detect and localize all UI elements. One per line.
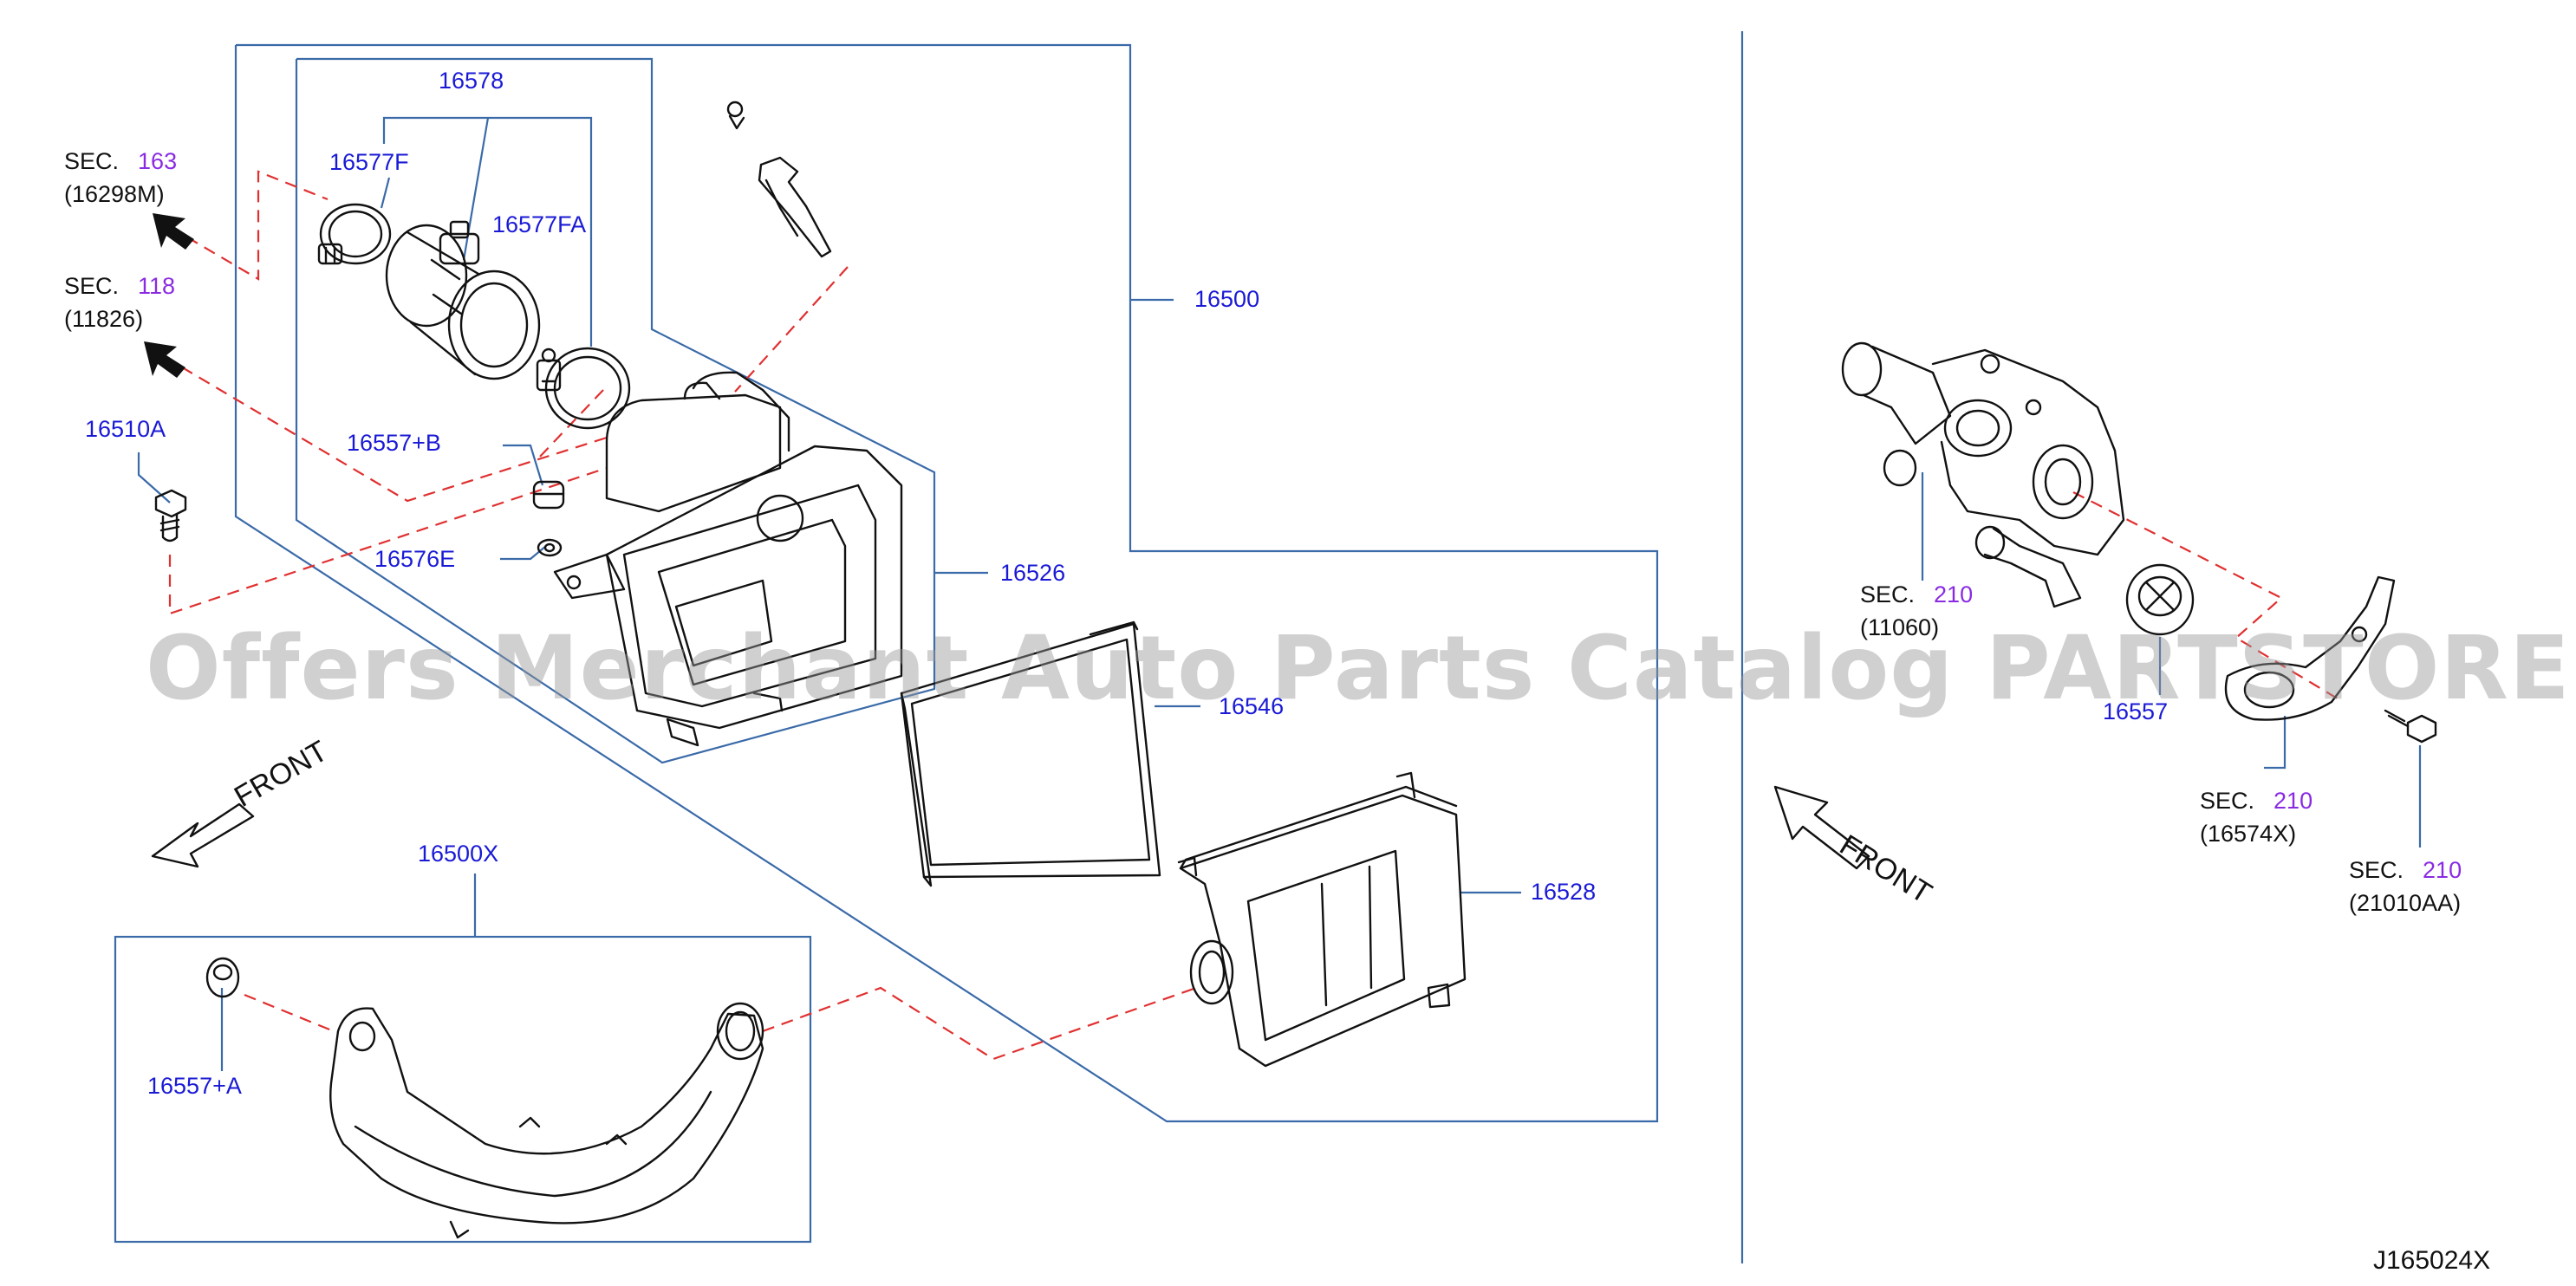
boundary-16500 xyxy=(234,43,1659,1123)
sec-number: 210 xyxy=(1934,581,1974,607)
clamp-16577f-drawing xyxy=(317,203,392,265)
sec-ref-118[interactable]: SEC. 118 (11826) xyxy=(64,270,175,336)
boundary-16500X xyxy=(114,935,812,1244)
sec-part-ref: (11826) xyxy=(64,305,144,332)
sec-part-ref: (11060) xyxy=(1860,614,1940,640)
air-cleaner-upper-drawing xyxy=(553,371,903,747)
intake-duct-16500x-drawing xyxy=(329,1002,764,1239)
sec-prefix: SEC. xyxy=(2200,788,2255,814)
grommet-16557a-drawing xyxy=(205,957,240,998)
label-16510a[interactable]: 16510A xyxy=(85,416,166,442)
label-16576e[interactable]: 16576E xyxy=(374,546,456,572)
sec-prefix: SEC. xyxy=(2349,857,2404,883)
leader-16577f xyxy=(380,177,391,209)
sec-prefix: SEC. xyxy=(64,273,120,299)
air-cleaner-lower-drawing xyxy=(1177,771,1467,1068)
label-16546[interactable]: 16546 xyxy=(1219,693,1285,719)
label-16500x[interactable]: 16500X xyxy=(418,841,499,867)
label-16578[interactable]: 16578 xyxy=(439,68,504,94)
dash-sec118 xyxy=(164,356,608,503)
label-16557b[interactable]: 16557+B xyxy=(347,430,441,456)
leader-16574X xyxy=(2264,716,2287,770)
group-boundaries xyxy=(114,31,2422,1263)
label-16526[interactable]: 16526 xyxy=(1000,560,1066,586)
dash-bolt xyxy=(168,466,608,615)
dash-right xyxy=(2072,491,2341,701)
sec-part-ref: (16574X) xyxy=(2200,820,2297,847)
label-16577f[interactable]: 16577F xyxy=(329,149,409,175)
sec-prefix: SEC. xyxy=(64,148,120,174)
leader-16578-mid xyxy=(462,117,490,261)
label-16528[interactable]: 16528 xyxy=(1531,879,1597,905)
label-16500[interactable]: 16500 xyxy=(1194,286,1260,312)
dash-sec163 xyxy=(169,170,329,281)
sec-number: 210 xyxy=(2274,788,2313,814)
collar-16576e-drawing xyxy=(537,538,563,557)
sec-prefix: SEC. xyxy=(1860,581,1916,607)
sec-part-ref: (16298M) xyxy=(64,180,165,207)
water-outlet-housing-drawing xyxy=(1841,341,2125,608)
air-filter-16546-drawing xyxy=(900,620,1161,887)
sec163-arrow-icon xyxy=(153,213,194,250)
sec-number: 118 xyxy=(138,273,176,299)
sec-part-ref: (21010AA) xyxy=(2349,889,2462,916)
label-16557a[interactable]: 16557+A xyxy=(147,1073,242,1099)
sec-ref-210-21010aa[interactable]: SEC. 210 (21010AA) xyxy=(2349,854,2462,920)
dash-duct xyxy=(762,986,1197,1061)
leader-16510A xyxy=(137,452,171,503)
dash-sensor xyxy=(734,266,849,393)
label-16557[interactable]: 16557 xyxy=(2103,698,2169,724)
grommet-16557b-drawing xyxy=(532,480,565,510)
boundary-16526 xyxy=(295,57,936,764)
sec-ref-163[interactable]: SEC. 163 (16298M) xyxy=(64,146,177,211)
sec-ref-210-16574x[interactable]: SEC. 210 (16574X) xyxy=(2200,785,2313,851)
sec-number: 210 xyxy=(2423,857,2462,883)
bracket-16574x-drawing xyxy=(2224,575,2396,721)
sec-ref-210-11060[interactable]: SEC. 210 (11060) xyxy=(1860,579,1973,645)
sec118-arrow-icon xyxy=(144,341,185,378)
clamp-16577fa-drawing xyxy=(536,347,631,430)
label-16577fa[interactable]: 16577FA xyxy=(492,211,587,237)
front-arrow-right xyxy=(1773,785,1870,870)
bolt-21010aa-drawing xyxy=(2384,709,2437,744)
sec-number: 163 xyxy=(138,148,178,174)
watermark: Offers Merchant Auto Parts Catalog PARTS… xyxy=(146,617,2576,720)
leader-16557B xyxy=(503,444,544,486)
maf-sensor-drawing xyxy=(385,220,541,380)
dash-16557A xyxy=(244,993,335,1033)
bolt-16510a-drawing xyxy=(154,489,187,542)
diagram-code: J165024X xyxy=(2373,1246,2491,1275)
front-arrow-left xyxy=(151,802,255,868)
intake-temp-sensor-drawing xyxy=(726,101,832,258)
leader-16576E xyxy=(500,545,547,561)
thermostat-16557-drawing xyxy=(2125,563,2195,636)
